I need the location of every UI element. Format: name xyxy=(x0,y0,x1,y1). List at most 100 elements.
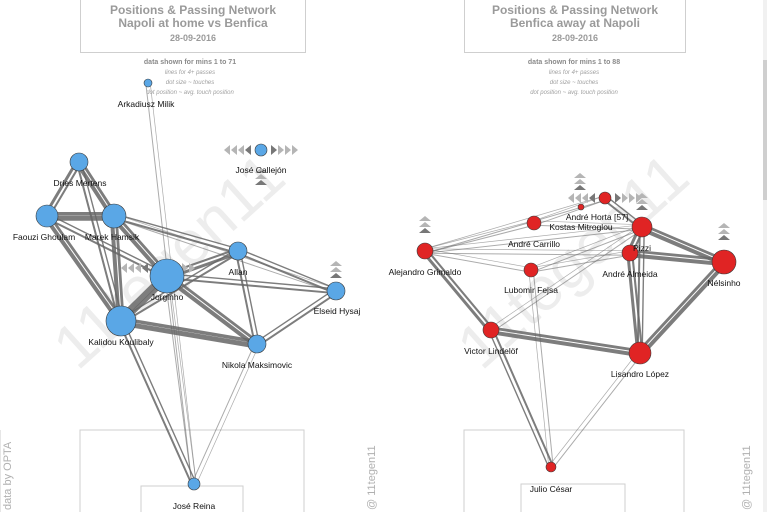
pass-line-fejsa-to-almeida xyxy=(530,254,631,273)
direction-arrows-1 xyxy=(574,173,586,190)
pass-line-grimaldo-to-almeida xyxy=(424,252,631,256)
pass-line-julio-to-lopez xyxy=(552,353,643,469)
pass-line-pizzi-to-fejsa xyxy=(529,224,642,269)
pass-line-almeida-to-semedo xyxy=(627,253,726,267)
pass-line-reina-to-koulibaly xyxy=(122,319,197,484)
pass-line-hamsik-to-hysaj xyxy=(112,217,336,294)
pass-line-julio-to-lindelof xyxy=(492,328,555,468)
pass-line-allan-to-hamsik xyxy=(113,213,240,250)
player-dot-grimaldo xyxy=(416,242,434,260)
pass-line-reina-to-jorginho xyxy=(168,275,197,485)
penalty-box-right xyxy=(463,429,685,512)
player-dot-pizzi xyxy=(631,216,653,238)
dot-position-note-left: dot position ~ avg. touch position xyxy=(146,90,234,96)
pass-line-grimaldo-to-horta xyxy=(425,199,607,254)
title-line2-left: Napoli at home vs Benfica xyxy=(118,16,268,30)
lines-note-right: lines for 4+ passes xyxy=(548,70,600,76)
player-label-milik: Arkadiusz Milik xyxy=(118,99,175,109)
pass-line-lopez-to-semedo xyxy=(639,261,728,357)
player-label-allan: Allan xyxy=(229,267,248,277)
player-label-mertens: Dries Mertens xyxy=(54,178,107,188)
pass-line-hysaj-to-jorginho xyxy=(166,273,337,290)
six-yard-box-right xyxy=(520,483,626,512)
pass-line-pizzi-to-grimaldo xyxy=(424,224,643,250)
player-dot-almeida xyxy=(621,244,639,262)
player-label-fejsa: Lubomir Fejsa xyxy=(504,285,558,295)
pass-line-grimaldo-to-fejsa xyxy=(424,252,532,273)
player-label-pizzi: Pizzi xyxy=(633,243,651,253)
player-label-callejon: José Callejón xyxy=(235,165,286,175)
pass-line-allan-to-maksimovic xyxy=(234,250,256,346)
player-label-hamsik: Marek Hamsik xyxy=(85,232,140,242)
pass-line-koulibaly-to-reina xyxy=(117,320,193,486)
direction-arrows-3 xyxy=(330,261,342,278)
player-dot-ghoulam xyxy=(35,204,59,228)
pass-line-hysaj-to-hamsik xyxy=(114,213,338,290)
player-dot-jorginho xyxy=(149,258,185,294)
pass-line-carrillo-to-grimaldo xyxy=(424,220,534,250)
player-dot-mertens xyxy=(69,152,89,172)
title-box-right: Positions & Passing Network Benfica away… xyxy=(464,0,686,53)
player-dot-maksimovic xyxy=(247,334,267,354)
author-credit-right: @ 11tegen11 xyxy=(741,445,753,510)
player-dot-lopez xyxy=(628,341,652,365)
pass-line-ghoulam-to-koulibaly xyxy=(43,215,122,325)
player-label-lopez: Lisandro López xyxy=(611,369,669,379)
pass-line-hysaj-to-allan xyxy=(238,248,338,290)
pass-line-lindelof-to-grimaldo xyxy=(425,248,494,330)
pass-line-jorginho-to-maksimovic xyxy=(163,275,258,348)
pass-line-reina-to-maksimovic xyxy=(195,344,260,486)
dot-size-note-left: dot size ~ touches xyxy=(165,80,215,86)
scrollbar[interactable] xyxy=(763,0,767,512)
player-dot-callejon xyxy=(254,143,268,157)
pass-line-lopez-to-lindelof xyxy=(489,326,642,353)
player-dot-mitroglou xyxy=(577,203,585,211)
player-label-lindelof: Victor Lindelöf xyxy=(464,346,518,356)
match-date-left: 28-09-2016 xyxy=(169,33,217,43)
player-label-maksimovic: Nikola Maksimovic xyxy=(222,360,293,370)
player-label-almeida: André Almeida xyxy=(602,269,658,279)
pass-line-maksimovic-to-allan xyxy=(239,249,260,345)
pass-line-koulibaly-to-allan xyxy=(121,251,241,324)
pass-line-pizzi-to-lindelof xyxy=(489,224,642,329)
player-label-hysaj: Elseid Hysaj xyxy=(314,306,361,316)
pass-line-lindelof-to-lopez xyxy=(488,330,642,358)
pass-line-horta-to-grimaldo xyxy=(424,195,605,250)
player-dot-hysaj xyxy=(326,281,346,301)
player-dot-reina xyxy=(187,477,201,491)
pass-line-koulibaly-to-hamsik xyxy=(114,214,125,323)
player-dot-allan xyxy=(228,241,248,261)
pass-line-pizzi-to-carrillo xyxy=(533,220,643,226)
player-label-jorginho: Jorginho xyxy=(151,292,184,302)
pass-line-carrillo-to-horta xyxy=(534,199,607,226)
pass-line-almeida-to-fejsa xyxy=(530,250,630,269)
scrollbar-thumb[interactable] xyxy=(763,60,767,200)
pass-line-jorginho-to-reina xyxy=(164,275,193,485)
player-dot-horta xyxy=(598,191,612,205)
pass-line-mertens-to-koulibaly xyxy=(75,161,120,323)
player-dot-koulibaly xyxy=(105,305,137,337)
pass-line-fejsa-to-grimaldo xyxy=(425,248,532,269)
title-line2-right: Benfica away at Napoli xyxy=(509,16,641,30)
author-credit-left: @ 11tegen11 xyxy=(366,445,378,510)
title-line1-left: Positions & Passing Network xyxy=(109,3,277,17)
pass-line-julio-to-fejsa xyxy=(532,269,554,468)
pass-line-hamsik-to-allan xyxy=(112,217,239,255)
legend-note-left: data shown for mins 1 to 71 lines for 4+… xyxy=(110,58,270,98)
pass-line-maksimovic-to-hysaj xyxy=(257,291,339,347)
pass-line-koulibaly-to-mertens xyxy=(80,160,124,322)
player-dot-milik xyxy=(143,78,153,88)
player-label-carrillo: André Carrillo xyxy=(508,239,560,249)
pass-line-semedo-to-almeida xyxy=(628,249,726,262)
minutes-note-right: data shown for mins 1 to 88 xyxy=(527,59,621,66)
direction-arrows-2 xyxy=(419,216,431,233)
dot-size-note-right: dot size ~ touches xyxy=(549,80,599,86)
pass-line-jorginho-to-hysaj xyxy=(165,277,337,295)
player-label-horta: André Horta [57] xyxy=(566,212,628,222)
player-dot-lindelof xyxy=(482,321,500,339)
pass-line-koulibaly-to-maksimovic xyxy=(118,320,260,349)
player-label-mitroglou: Kostas Mitroglou xyxy=(549,222,613,232)
